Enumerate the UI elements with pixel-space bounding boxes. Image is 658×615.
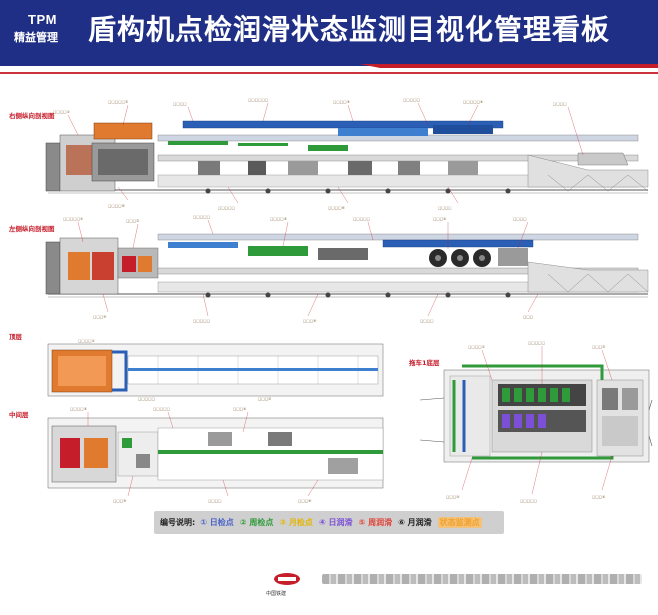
svg-text:□□□④: □□□④ bbox=[233, 407, 246, 411]
legend-title: 编号说明: bbox=[160, 518, 196, 527]
svg-text:□□□④: □□□④ bbox=[592, 495, 605, 499]
top-layer-plan-diagram: □□□□① □□□□□ □□□② bbox=[47, 339, 384, 401]
svg-text:□□□□③: □□□□③ bbox=[333, 100, 350, 104]
section-label-trailer-1-bottom: 拖车1底层 bbox=[409, 359, 440, 367]
svg-text:□□□: □□□ bbox=[523, 315, 533, 319]
header-stripe-decoration bbox=[0, 64, 658, 78]
svg-text:□□□□□: □□□□□ bbox=[403, 98, 420, 102]
svg-text:□□□□③: □□□□③ bbox=[270, 217, 287, 221]
legend-item-monthly-lubrication: ⑥ 月润滑 bbox=[398, 518, 432, 527]
svg-text:□□□□□: □□□□□ bbox=[153, 407, 170, 411]
brand-tpm: TPM bbox=[28, 12, 57, 27]
svg-text:□□□□□□: □□□□□□ bbox=[248, 98, 268, 102]
svg-text:□□□□□: □□□□□ bbox=[138, 397, 155, 401]
section-label-left-view: 左侧纵向剖视图 bbox=[9, 225, 55, 233]
svg-text:□□□②: □□□② bbox=[592, 345, 605, 349]
svg-text:□□□□①: □□□□① bbox=[468, 345, 485, 349]
svg-text:□□□□□①: □□□□□① bbox=[63, 217, 83, 221]
svg-text:□□□□③: □□□□③ bbox=[70, 407, 87, 411]
svg-text:□□□□: □□□□ bbox=[513, 217, 527, 221]
svg-text:□□□③: □□□③ bbox=[446, 495, 459, 499]
svg-text:□□□□: □□□□ bbox=[438, 206, 452, 210]
section-label-middle-layer: 中间层 bbox=[9, 411, 29, 419]
svg-text:□□□□: □□□□ bbox=[208, 499, 222, 503]
svg-text:□□□□⑤: □□□□⑤ bbox=[108, 204, 126, 208]
svg-text:□□□□①: □□□□① bbox=[53, 110, 70, 114]
svg-text:□□□□□: □□□□□ bbox=[528, 341, 545, 345]
legend-item-monthly-inspection: ③ 月检点 bbox=[279, 518, 313, 527]
left-side-view-diagram: □□□□□① □□□② □□□□□ □□□□③ □□□□□ □□□④ □□□□ □□□⑤ □… bbox=[45, 215, 649, 323]
legend-bar: 编号说明: ① 日检点 ② 周检点 ③ 月检点 ④ 日润滑 ⑤ 周润滑 ⑥ 月润… bbox=[154, 511, 504, 534]
svg-text:□□□□□: □□□□□ bbox=[218, 206, 235, 210]
svg-text:□□□□□: □□□□□ bbox=[520, 499, 537, 503]
svg-text:□□□□: □□□□ bbox=[420, 319, 434, 323]
legend-item-weekly-lubrication: ⑤ 周润滑 bbox=[358, 518, 393, 527]
svg-text:□□□□□②: □□□□□② bbox=[108, 100, 128, 104]
middle-layer-plan-diagram: □□□□③ □□□□□ □□□④ □□□⑤ □□□□ □□□⑥ bbox=[47, 407, 384, 503]
right-side-view-diagram: □□□□① □□□□□② □□□□ □□□□□□ □□□□③ □□□□□ □□□□□④ □… bbox=[45, 98, 649, 210]
svg-text:□□□□□: □□□□□ bbox=[193, 215, 210, 219]
trailer-1-bottom-plan-diagram: □□□□① □□□□□ □□□② □□□③ □□□□□ □□□④ bbox=[419, 341, 653, 503]
svg-text:□□□□□: □□□□□ bbox=[193, 319, 210, 323]
svg-text:□□□□⑥: □□□□⑥ bbox=[328, 206, 346, 210]
svg-text:□□□□: □□□□ bbox=[553, 102, 567, 106]
footer-logo-text: 中国铁建 bbox=[266, 591, 287, 597]
crcc-logo-icon bbox=[274, 573, 300, 585]
svg-text:□□□⑤: □□□⑤ bbox=[93, 315, 107, 319]
svg-text:□□□④: □□□④ bbox=[433, 217, 446, 221]
svg-text:□□□⑥: □□□⑥ bbox=[298, 499, 312, 503]
svg-text:□□□□①: □□□□① bbox=[78, 339, 95, 343]
footer-blurred-text bbox=[322, 574, 642, 584]
page-title: 盾构机点检润滑状态监测目视化管理看板 bbox=[88, 13, 611, 46]
brand-lean-management: 精益管理 bbox=[14, 31, 58, 44]
section-label-right-view: 右侧纵向剖视图 bbox=[9, 112, 55, 120]
svg-text:□□□⑤: □□□⑤ bbox=[113, 499, 127, 503]
svg-text:□□□②: □□□② bbox=[126, 219, 139, 223]
legend-item-condition-monitoring: 状态监测点 bbox=[437, 517, 482, 528]
section-label-top-layer: 顶层 bbox=[9, 333, 22, 341]
legend-item-weekly-inspection: ② 周检点 bbox=[239, 518, 274, 527]
header-banner: TPM 精益管理 盾构机点检润滑状态监测目视化管理看板 bbox=[0, 0, 658, 66]
svg-text:□□□⑥: □□□⑥ bbox=[303, 319, 317, 323]
legend-item-daily-inspection: ① 日检点 bbox=[200, 518, 234, 527]
legend-item-daily-lubrication: ④ 日润滑 bbox=[318, 518, 353, 527]
svg-text:□□□②: □□□② bbox=[258, 397, 271, 401]
svg-text:□□□□□: □□□□□ bbox=[353, 217, 370, 221]
svg-text:□□□□: □□□□ bbox=[173, 102, 187, 106]
svg-text:□□□□□④: □□□□□④ bbox=[463, 100, 483, 104]
